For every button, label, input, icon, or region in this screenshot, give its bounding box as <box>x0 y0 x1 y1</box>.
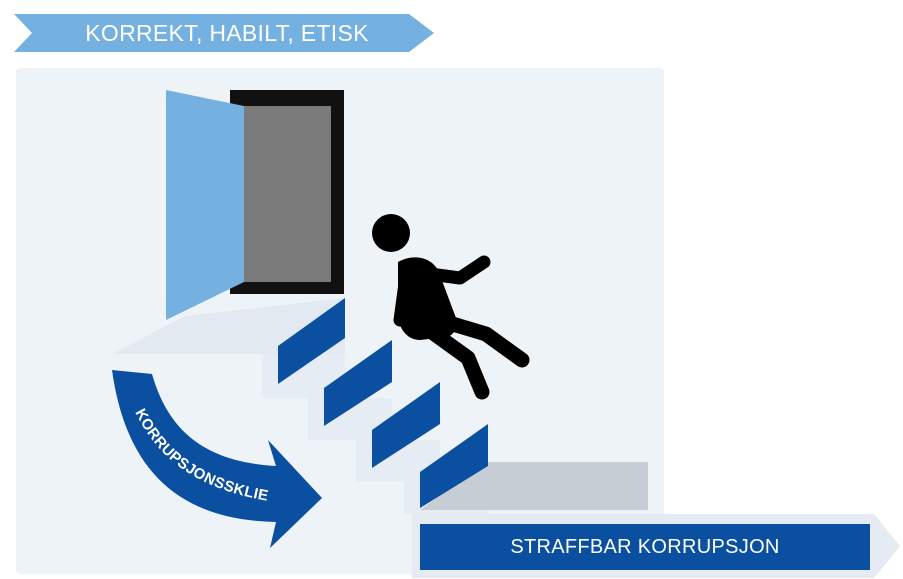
door-opening <box>243 106 331 282</box>
bottom-label: STRAFFBAR KORRUPSJON <box>420 524 870 570</box>
falling-person-icon <box>372 214 530 400</box>
top-banner-label: KORREKT, HABILT, ETISK <box>85 20 369 46</box>
open-door-icon <box>166 90 344 320</box>
person-arm-front <box>423 255 491 285</box>
person-leg-upper <box>438 314 530 368</box>
door-panel <box>166 90 244 320</box>
stair-riser-1 <box>278 298 345 384</box>
stair-riser-4 <box>420 424 488 508</box>
stair-riser-3 <box>372 382 440 468</box>
top-banner: KORREKT, HABILT, ETISK <box>14 14 434 52</box>
person-head <box>372 214 410 252</box>
bottom-floor <box>420 462 648 510</box>
person-leg-lower <box>424 324 490 400</box>
stair-riser-2 <box>324 340 392 426</box>
curved-arrow-icon <box>112 370 322 548</box>
person-arm-back <box>393 269 413 327</box>
bottom-label-text: STRAFFBAR KORRUPSJON <box>510 536 780 558</box>
